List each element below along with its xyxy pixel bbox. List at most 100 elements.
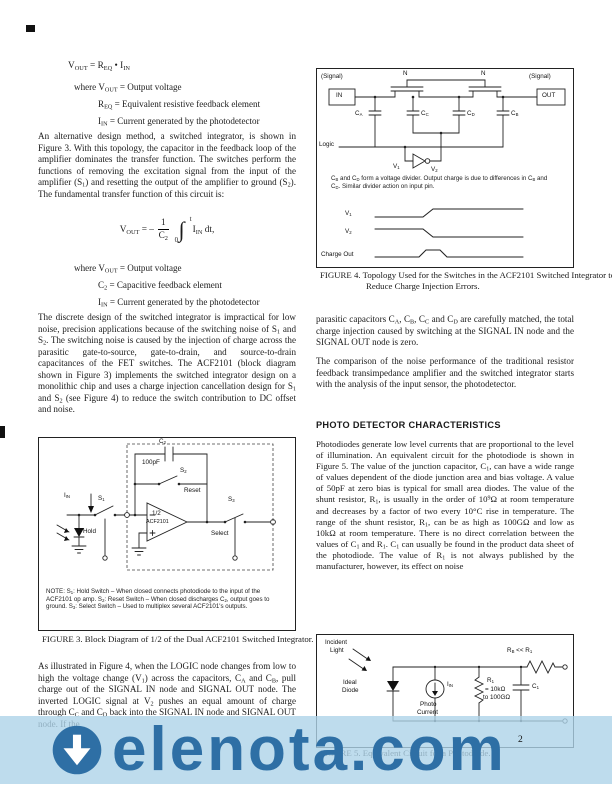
label-photo: Photo <box>420 701 437 708</box>
select-switch-s3-symbol <box>186 513 276 561</box>
paragraph: As illustrated in Figure 4, when the LOG… <box>38 661 297 729</box>
label-current: Current <box>417 709 438 716</box>
label-ideal: Ideal <box>343 679 357 686</box>
label-ca: CA <box>355 110 363 118</box>
label-waveform-v1: V1 <box>345 210 352 218</box>
label-incident: Incident <box>325 639 348 646</box>
figure-4-note: CB and CD form a voltage divider. Output… <box>331 175 548 190</box>
watermark-banner[interactable]: elenota.com <box>0 716 612 784</box>
where-line: where VOUT = Output voltage <box>74 263 182 275</box>
paragraph: parasitic capacitors CA, CB, CC and CD a… <box>316 314 574 347</box>
label-n-right: N <box>481 70 486 77</box>
equation-rhs: IIN dt, <box>192 224 215 236</box>
figure-3-block-diagram: C2 100pF S2 Reset IIN S1 Hold 1/2 ACF210… <box>38 437 296 631</box>
figure-3-note: NOTE: S1: Hold Switch – When closed conn… <box>46 588 270 611</box>
reset-switch-s2-symbol <box>134 475 208 486</box>
hold-switch-s1-symbol <box>66 505 148 561</box>
label-iin: IIN <box>64 492 71 500</box>
waveform-v2 <box>374 228 524 238</box>
label-in: IN <box>336 92 343 99</box>
series-resistor-rb-symbol <box>520 659 568 724</box>
figure-4-caption: FIGURE 4. Topology Used for the Switches… <box>320 270 612 291</box>
where-line: IIN = Current generated by the photodete… <box>98 116 260 128</box>
nfet-right-symbol <box>468 79 502 98</box>
figure-3-caption: FIGURE 3. Block Diagram of 1/2 of the Du… <box>42 634 314 644</box>
opamp-symbol <box>131 502 189 556</box>
label-amp-half: 1/2 <box>152 510 161 517</box>
label-s1: S1 <box>98 495 105 503</box>
label-c2-value: 100pF <box>142 459 160 466</box>
label-waveform-charge-out: Charge Out <box>321 251 354 258</box>
where-line: C2 = Capacitive feedback element <box>98 280 222 292</box>
incident-light-arrows <box>348 648 371 671</box>
where-line: REQ = Equivalent resistive feedback elem… <box>98 99 261 111</box>
label-cc: CC <box>421 110 429 118</box>
label-r1: R1 <box>487 677 494 685</box>
capacitor-ca-symbol <box>368 95 382 148</box>
junction-capacitor-c1-symbol <box>512 665 530 723</box>
watermark-text: elenota.com <box>112 715 507 784</box>
ideal-diode-symbol <box>386 666 400 722</box>
label-select: Select <box>211 530 229 537</box>
label-signal-out: (Signal) <box>529 73 551 80</box>
figure-4-circuit <box>328 79 566 258</box>
label-reset: Reset <box>184 487 201 494</box>
equation-integral: VOUT = – 1 C2 ∫ t 0 IIN dt, <box>38 215 296 244</box>
label-r1-min: = 10kΩ <box>485 686 506 693</box>
integral-lower-limit: 0 <box>174 236 178 244</box>
paragraph: The comparison of the noise performance … <box>316 356 574 389</box>
label-rb: RB << R1 <box>507 647 533 655</box>
label-hold: Hold <box>83 528 96 535</box>
shunt-resistor-r1-symbol <box>473 665 485 723</box>
fraction-numerator: 1 <box>157 218 169 230</box>
section-heading: PHOTO DETECTOR CHARACTERISTICS <box>316 420 501 430</box>
label-v2: V2 <box>431 166 438 174</box>
paragraph: The discrete design of the switched inte… <box>38 312 296 414</box>
figure-3-circuit <box>56 443 276 571</box>
paragraph: An alternative design method, a switched… <box>38 131 296 199</box>
nfet-left-symbol <box>390 79 424 98</box>
capacitor-cb-symbol <box>496 95 510 148</box>
integral-symbol: ∫ t 0 <box>174 215 192 244</box>
scan-artifact <box>0 426 5 438</box>
label-logic: Logic <box>319 141 335 148</box>
label-signal-in: (Signal) <box>321 73 343 80</box>
label-s3: S3 <box>228 496 235 504</box>
label-c1: C1 <box>532 683 539 691</box>
waveform-charge-out <box>374 249 524 258</box>
page-number: 2 <box>518 735 523 745</box>
inverter-symbol <box>403 131 443 169</box>
label-waveform-v2: V2 <box>345 228 352 236</box>
label-v1: V1 <box>393 163 400 171</box>
feedback-capacitor-c2-symbol <box>133 446 208 517</box>
where-line: where VOUT = Output voltage <box>74 82 182 94</box>
equation-lhs: VOUT = – <box>119 224 154 236</box>
where-line: IIN = Current generated by the photodete… <box>98 297 260 309</box>
equation-where-block: where VOUT = Output voltage REQ = Equiva… <box>74 79 260 130</box>
label-diode: Diode <box>342 687 359 694</box>
equation-where-block: where VOUT = Output voltage C2 = Capacit… <box>74 260 260 311</box>
figure-4-switch-topology: (Signal) IN N N (Signal) OUT CA CC CD CB… <box>316 68 574 268</box>
integral-upper-limit: t <box>189 215 192 223</box>
download-arrow-icon <box>52 725 102 775</box>
label-c2: C2 <box>159 438 166 446</box>
chip-boundary <box>126 443 274 571</box>
label-cb: CB <box>511 110 519 118</box>
capacitor-cc-symbol <box>406 95 420 134</box>
equation-vout-req: VOUT = REQ • IIN <box>68 61 130 72</box>
input-terminal <box>124 512 130 518</box>
capacitor-cd-symbol <box>452 95 466 134</box>
label-cd: CD <box>467 110 475 118</box>
input-current-arrow <box>88 493 94 513</box>
label-out: OUT <box>542 92 556 99</box>
label-s2: S2 <box>180 467 187 475</box>
label-iin: IIN <box>447 681 454 689</box>
fraction-denominator: C2 <box>158 231 168 242</box>
paragraph: Photodiodes generate low level currents … <box>316 439 575 572</box>
label-amp-name: ACF2101 <box>146 519 169 525</box>
label-light: Light <box>330 647 344 654</box>
photodiode-symbol <box>56 513 87 554</box>
scan-artifact <box>26 25 35 32</box>
label-n-left: N <box>403 70 408 77</box>
label-r1-max: to 100GΩ <box>483 694 511 701</box>
